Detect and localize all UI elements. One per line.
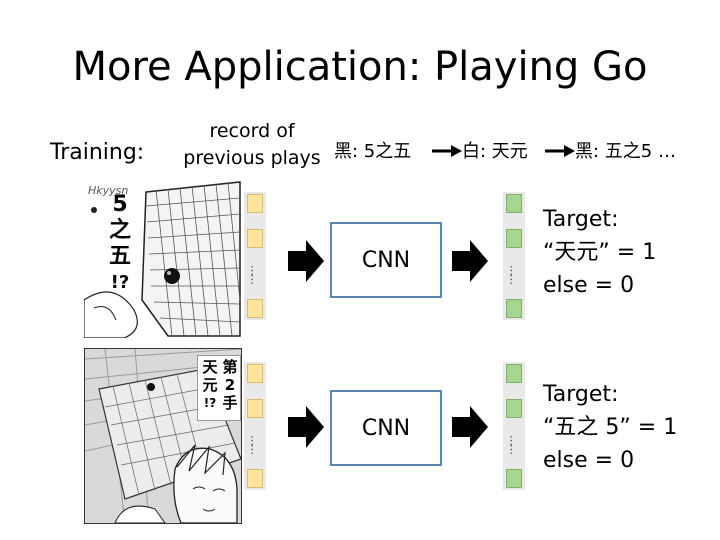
- output-cell: [506, 468, 522, 488]
- manga-image-1: Hkyysn 5 之 五 !?: [84, 180, 242, 338]
- target-heading: Target:: [543, 207, 619, 232]
- cnn-box-2: CNN: [330, 390, 442, 466]
- target-value: “五之 5” = 1: [543, 415, 678, 440]
- input-cell: [247, 364, 263, 383]
- output-cell: [506, 229, 522, 249]
- target-heading: Target:: [543, 382, 619, 407]
- vector-ellipsis: ……: [248, 264, 262, 283]
- output-arrow-icon: [452, 240, 488, 282]
- go-board-illustration: [84, 180, 242, 338]
- slide-title: More Application: Playing Go: [72, 44, 648, 90]
- input-arrow-icon: [288, 406, 324, 448]
- vector-ellipsis: ……: [507, 264, 521, 283]
- output-cell: [506, 399, 522, 419]
- sequence-arrow-icon: [545, 145, 575, 157]
- output-vector-2: ……: [503, 362, 525, 490]
- move-1-text: 黑: 5之五: [334, 141, 412, 162]
- record-label-line1: record of: [209, 120, 295, 142]
- sequence-arrow-icon: [432, 145, 462, 157]
- input-cell: [247, 399, 263, 419]
- input-cell: [247, 468, 263, 488]
- manga-caption-1: 5 之 五 !?: [108, 192, 131, 293]
- output-cell: [506, 298, 522, 318]
- manga-caption-2: 第 2 手 天 元 !?: [197, 355, 241, 421]
- output-vector-1: ……: [503, 192, 525, 320]
- cnn-label: CNN: [361, 415, 411, 441]
- cnn-label: CNN: [361, 247, 411, 273]
- output-cell: [506, 364, 522, 383]
- target-else: else = 0: [543, 448, 635, 473]
- input-cell: [247, 229, 263, 249]
- record-label-line2: previous plays: [183, 147, 321, 169]
- manga-image-2: 第 2 手 天 元 !?: [84, 348, 242, 524]
- target-value: “天元” = 1: [543, 240, 657, 265]
- output-cell: [506, 194, 522, 213]
- cnn-box-1: CNN: [330, 222, 442, 298]
- vector-ellipsis: ……: [507, 434, 521, 453]
- move-2-text: 白: 天元: [462, 141, 528, 162]
- output-arrow-icon: [452, 406, 488, 448]
- target-text-2: Target: “五之 5” = 1 else = 0: [543, 378, 677, 477]
- record-label: record of previous plays: [178, 118, 326, 172]
- manga-signature: Hkyysn: [88, 184, 129, 197]
- input-vector-2: ……: [244, 362, 266, 490]
- vector-ellipsis: ……: [248, 434, 262, 453]
- move-3-text: 黑: 五之5 …: [575, 141, 676, 162]
- target-else: else = 0: [543, 273, 635, 298]
- training-label: Training:: [50, 140, 145, 165]
- input-vector-1: ……: [244, 192, 266, 320]
- target-text-1: Target: “天元” = 1 else = 0: [543, 203, 656, 302]
- input-cell: [247, 298, 263, 318]
- input-arrow-icon: [288, 240, 324, 282]
- input-cell: [247, 194, 263, 213]
